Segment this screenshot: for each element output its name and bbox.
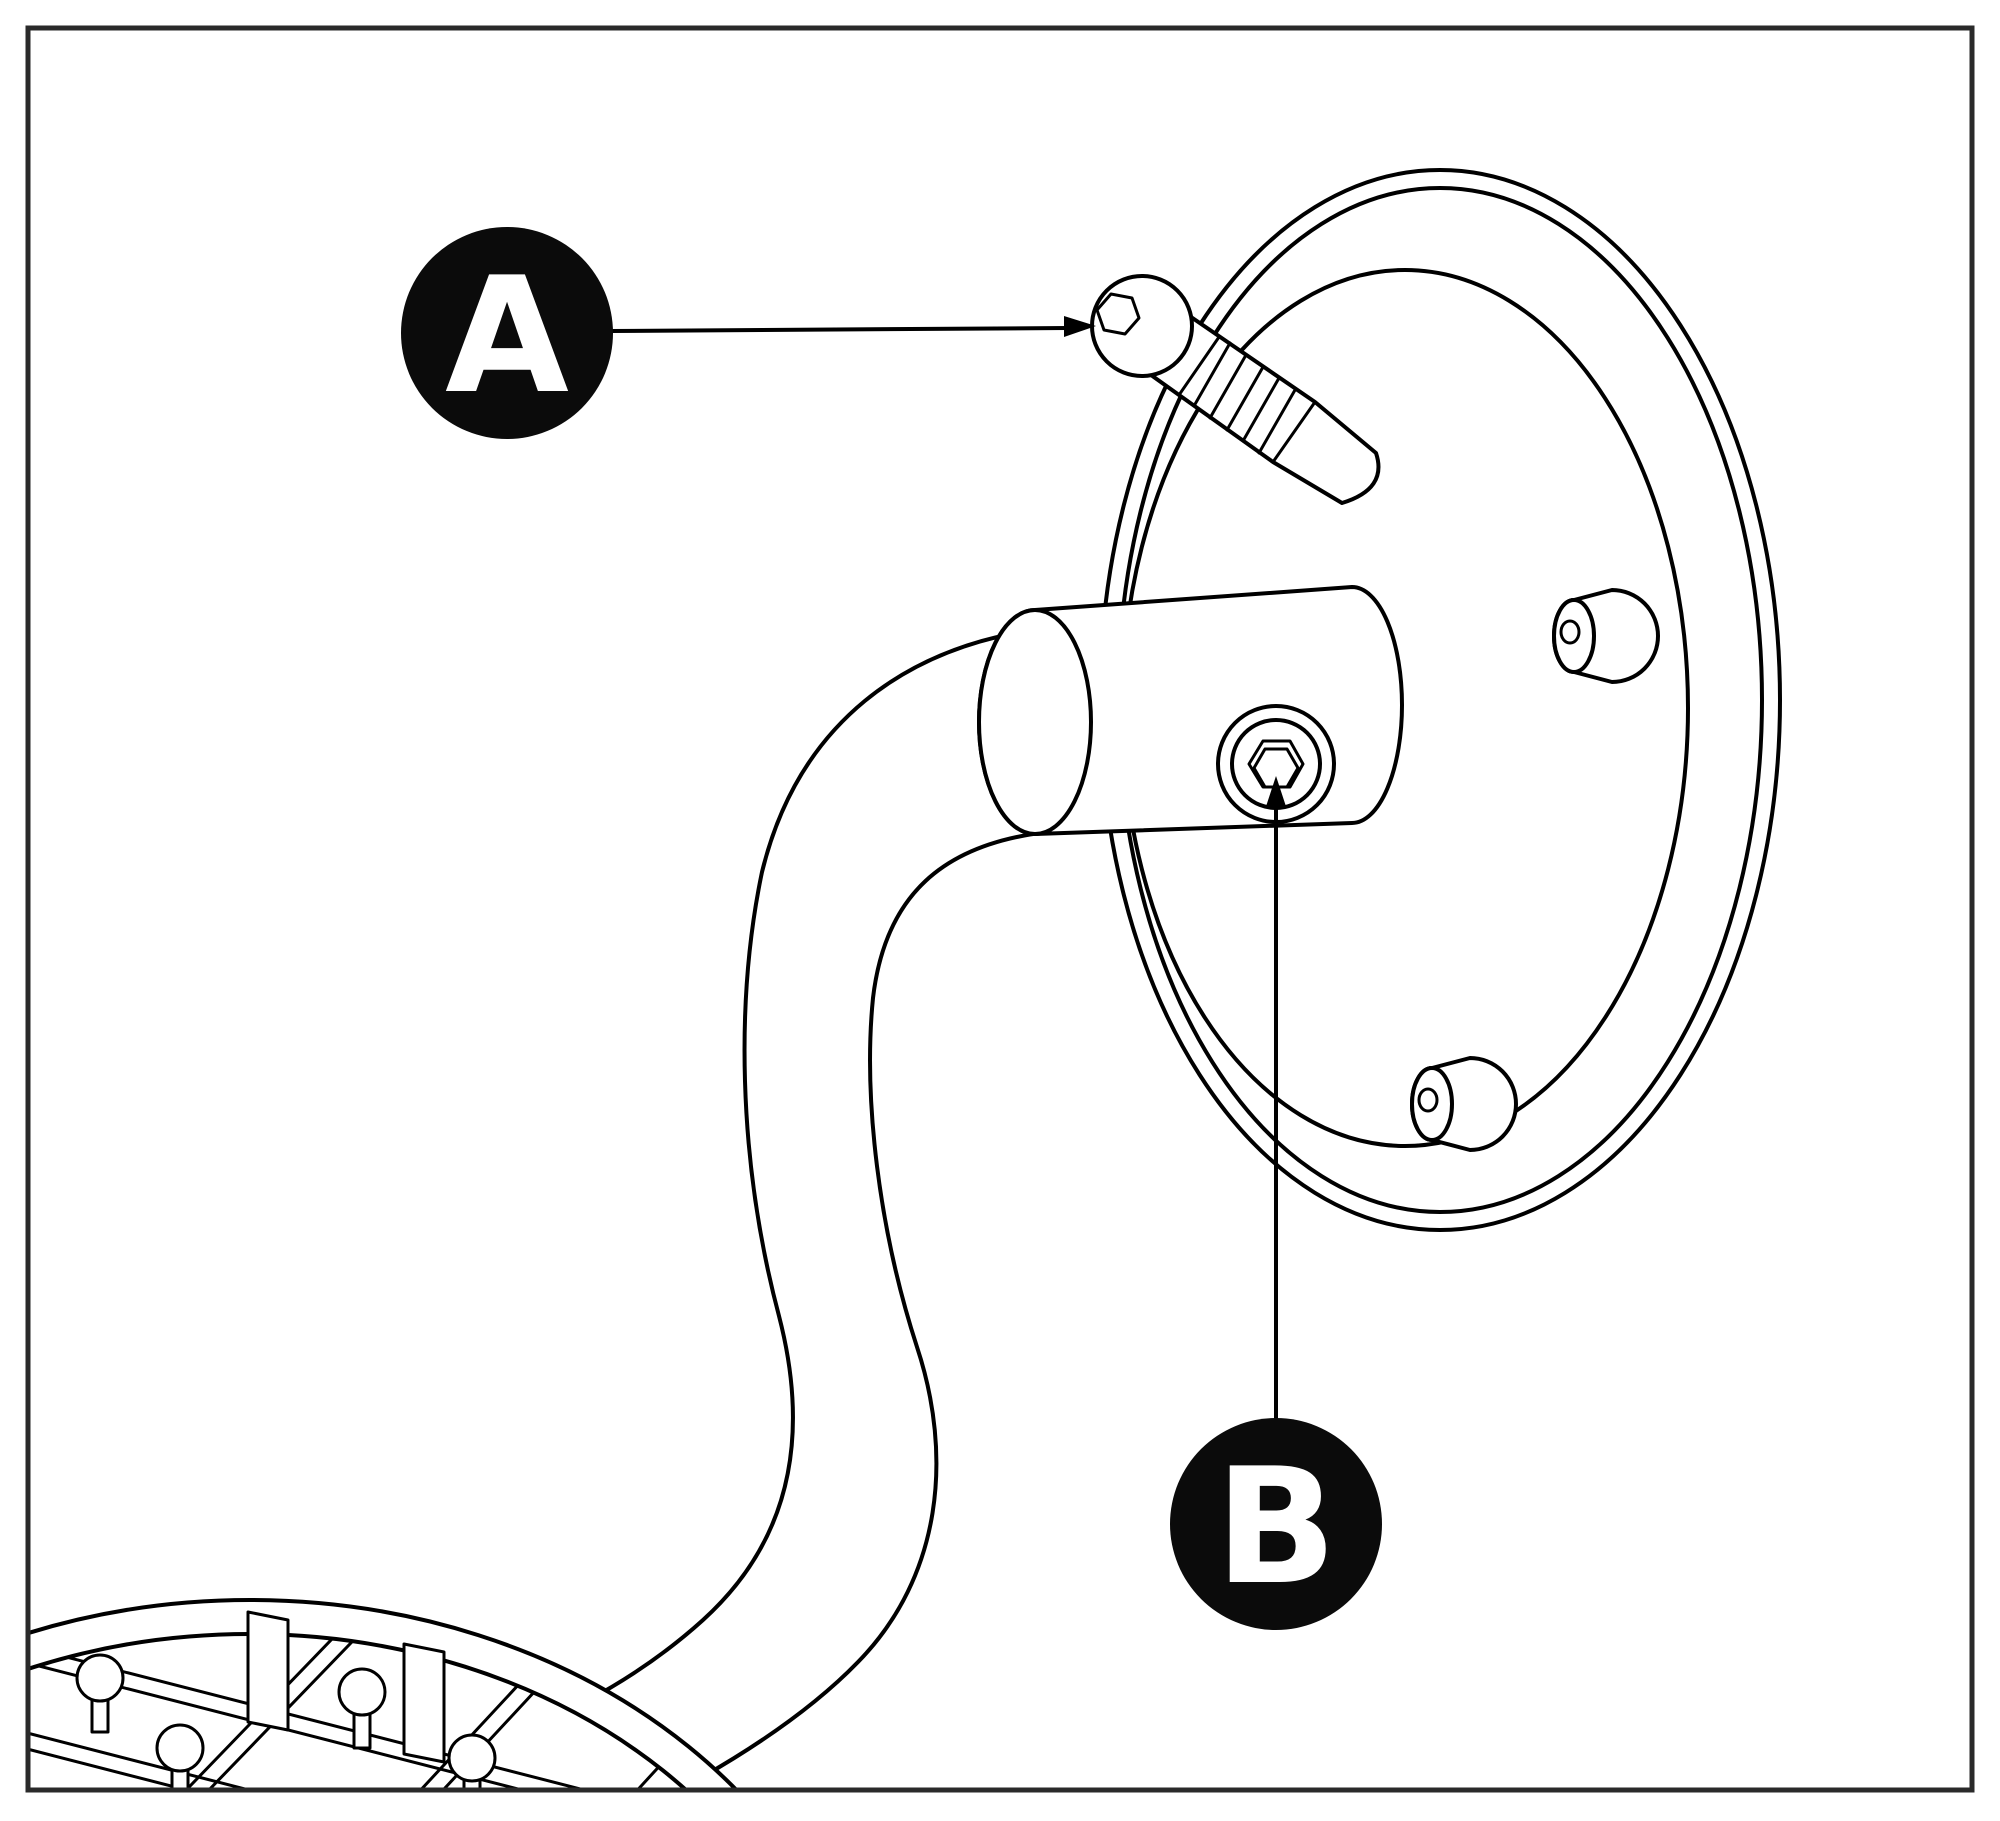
screw-shaft	[1149, 315, 1381, 505]
callout-b-label: B	[1215, 1433, 1337, 1620]
grate-pin	[447, 1733, 497, 1790]
thread-line	[1241, 376, 1281, 443]
grate-pin	[155, 1723, 205, 1790]
hex-recess-inner	[1252, 747, 1300, 789]
collar-end-face	[977, 608, 1093, 836]
grate-pin	[337, 1667, 387, 1750]
tube-body	[460, 626, 1050, 1790]
thread-line	[1208, 353, 1248, 420]
hex-recess-outer	[1247, 739, 1305, 789]
callout-a-arrowhead	[1064, 316, 1096, 337]
set-screw-a	[1090, 274, 1381, 505]
grate-pin	[75, 1653, 125, 1734]
grate-fin	[402, 1642, 446, 1764]
screw-head	[1090, 274, 1194, 378]
stud-dimple	[1417, 1087, 1439, 1113]
screw-head-socket	[1095, 292, 1141, 336]
callout-a: A	[401, 227, 1096, 439]
stud-dimple	[1559, 619, 1581, 645]
callout-b: B	[1170, 776, 1382, 1630]
support-tube	[460, 626, 1050, 1790]
hex-socket-screw	[1216, 704, 1336, 824]
callout-b-arrowhead	[1265, 776, 1287, 808]
callout-a-badge	[401, 227, 613, 439]
callout-a-leader-line	[609, 326, 1070, 333]
thread-line	[1192, 341, 1232, 408]
grate-assembly	[28, 1598, 742, 1790]
collar-clamp	[977, 585, 1404, 836]
plate-stud-right	[1552, 588, 1660, 684]
plate-stud-bottom	[1410, 1056, 1518, 1152]
thread-line	[1257, 388, 1297, 455]
border-frame	[25, 25, 1975, 1793]
callout-b-badge	[1170, 1418, 1382, 1630]
grate-fin	[246, 1610, 290, 1732]
thread-line	[1225, 365, 1265, 432]
callout-a-label: A	[445, 242, 569, 429]
